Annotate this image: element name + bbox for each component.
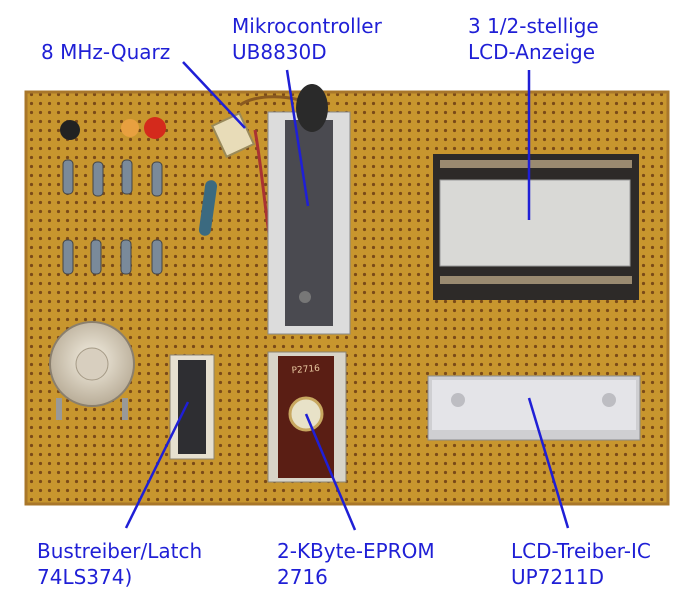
microcontroller-ic-icon xyxy=(267,84,351,335)
label-microcontroller-line2: UB8830D xyxy=(232,40,327,64)
label-eprom-line1: 2-KByte-EPROM xyxy=(277,539,435,563)
label-lcd-display-line2: LCD-Anzeige xyxy=(468,40,596,64)
lcd-driver-ic-icon xyxy=(427,375,641,441)
label-lcd-driver-line1: LCD-Treiber-IC xyxy=(511,539,651,563)
label-microcontroller: Mikrocontroller UB8830D xyxy=(232,13,382,65)
leader-line-quartz xyxy=(182,61,246,129)
eprom-marking: P2716 xyxy=(291,364,320,376)
label-microcontroller-line1: Mikrocontroller xyxy=(232,14,382,38)
capacitor-icon xyxy=(198,180,218,236)
label-bus-latch: Bustreiber/Latch 74LS374) xyxy=(37,538,202,590)
label-lcd-display: 3 1/2-stellige LCD-Anzeige xyxy=(468,13,599,65)
lcd-display-icon xyxy=(433,154,639,300)
label-quartz-line1: 8 MHz-Quarz xyxy=(41,40,171,64)
label-quartz: 8 MHz-Quarz xyxy=(41,39,170,65)
latch-ic-icon xyxy=(169,354,215,460)
leader-line-latch xyxy=(124,401,190,529)
label-bus-latch-line1: Bustreiber/Latch xyxy=(37,539,203,563)
leader-lines xyxy=(124,61,570,531)
leader-line-eprom xyxy=(304,413,357,531)
leader-line-lcd-driver xyxy=(527,397,570,529)
label-lcd-driver-line2: UP7211D xyxy=(511,565,604,589)
leader-line-mcu xyxy=(285,69,310,207)
label-lcd-display-line1: 3 1/2-stellige xyxy=(468,14,599,38)
label-eprom: 2-KByte-EPROM 2716 xyxy=(277,538,435,590)
label-bus-latch-line2: 74LS374) xyxy=(37,565,133,589)
led-icon xyxy=(60,117,166,140)
potentiometer-icon xyxy=(49,321,135,420)
label-eprom-line2: 2716 xyxy=(277,565,328,589)
label-lcd-driver: LCD-Treiber-IC UP7211D xyxy=(511,538,651,590)
resistor-icon xyxy=(62,159,163,275)
